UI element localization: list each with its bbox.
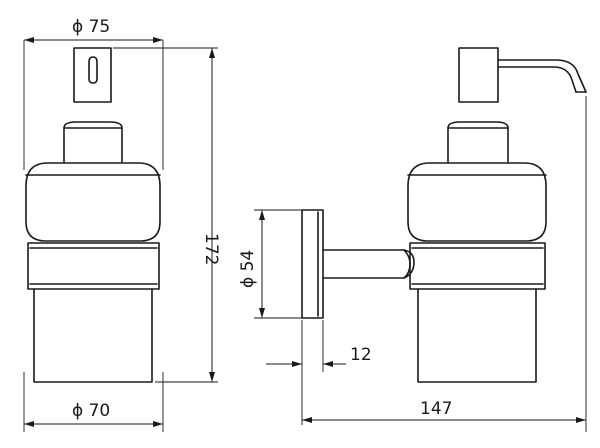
dim-projection: 147 (420, 399, 452, 419)
front-pump-head (73, 47, 112, 103)
front-view (25, 47, 161, 383)
dim-top-diameter: ϕ 75 (72, 17, 110, 37)
front-nozzle-slot (88, 56, 98, 84)
side-glass-container (417, 288, 537, 383)
dim-plate-diameter: ϕ 54 (238, 250, 258, 288)
side-pump-head (458, 47, 499, 103)
wall-plate (301, 209, 324, 319)
front-glass-container (33, 288, 153, 383)
front-holder-ring (27, 242, 160, 290)
front-pump-neck (63, 132, 123, 163)
front-lid (25, 162, 161, 242)
side-pump-collar (447, 121, 509, 133)
dim-bottom-diameter: ϕ 70 (72, 401, 110, 421)
side-pump-neck (447, 132, 509, 163)
side-lid (407, 162, 547, 242)
wall-arm (322, 249, 415, 279)
side-spout (497, 59, 587, 93)
dim-height: 172 (201, 233, 221, 265)
dimension-lines (23, 37, 587, 432)
side-view (301, 47, 587, 383)
dim-plate-thickness: 12 (350, 345, 372, 365)
front-pump-collar (63, 121, 123, 133)
side-holder-ring (409, 242, 546, 290)
